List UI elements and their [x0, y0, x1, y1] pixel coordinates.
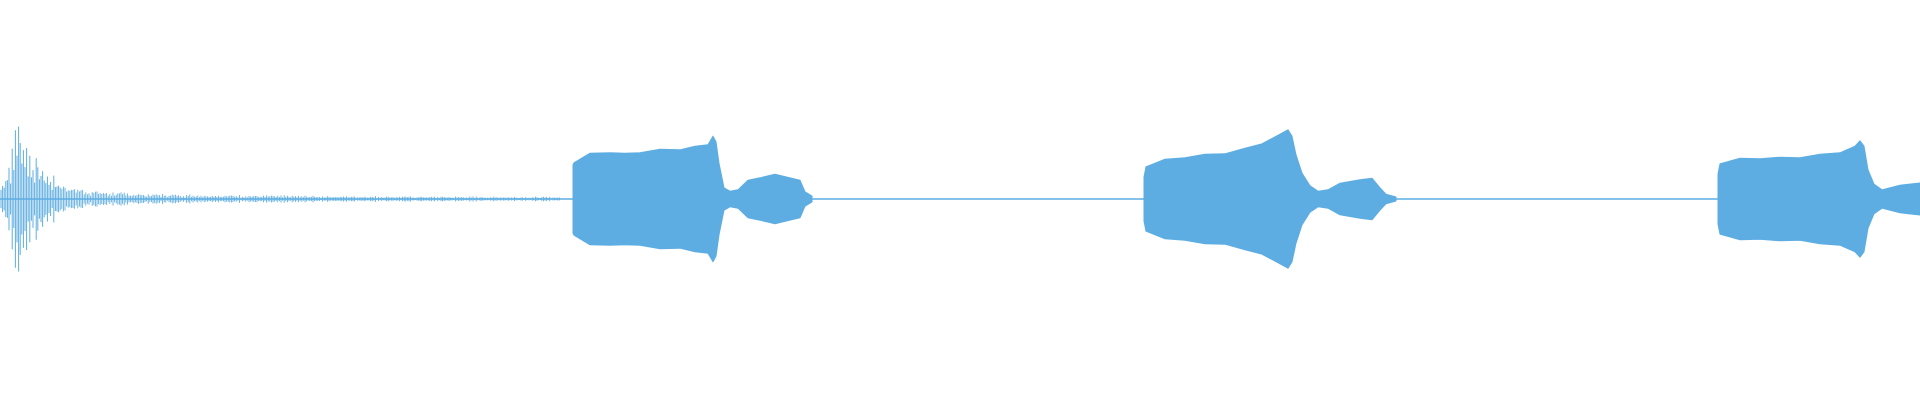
waveform-layer: [0, 126, 1920, 272]
waveform-tone-block-3: [1717, 140, 1920, 258]
waveform-tone-block-2: [1143, 129, 1397, 269]
waveform-transient-burst: [0, 126, 560, 272]
waveform-tone-block-1: [572, 135, 813, 263]
